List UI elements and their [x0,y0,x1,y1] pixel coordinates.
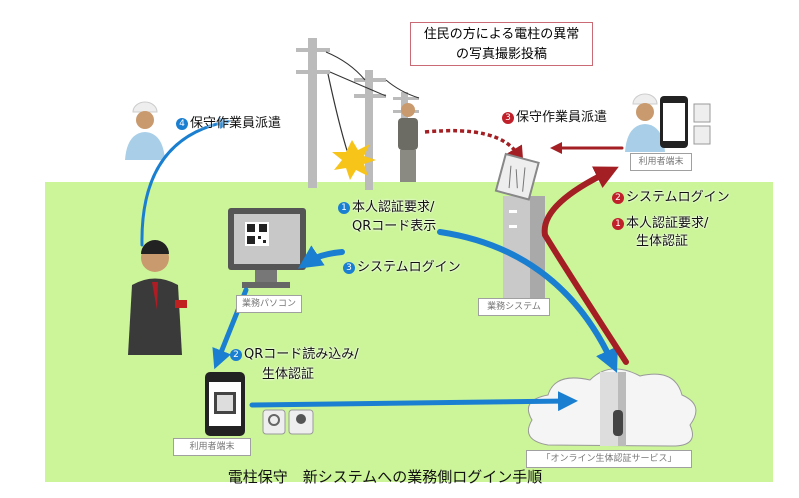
smartphone-icon [660,96,711,148]
step-label: 保守作業員派遣 [516,110,608,125]
resident-figure [398,103,418,182]
spark-icon [332,140,376,180]
cloud-service-icon [528,368,697,447]
step-qr-read-line2: 生体認証 [262,367,315,382]
callout-line1: 住民の方による電柱の異常 [423,27,580,42]
arrow-phone-to-cloud [249,391,578,412]
businessman-figure [128,240,187,355]
step-label: システムログイン [626,190,730,205]
smartphone-qr-icon [205,372,314,436]
step-number-badge: 2 [230,349,242,361]
label-user-terminal-bottom: 利用者端末 [173,438,251,456]
step-label: 保守作業員派遣 [190,116,282,131]
arrow-auth-to-cloud [437,229,618,373]
step-line1: 本人認証要求/ [352,200,435,215]
arrow-dispatch-blue [140,117,231,247]
flow-arrows [140,117,629,412]
worker-left [125,101,165,160]
monitor-icon [228,208,306,288]
step-number-badge: 2 [612,192,624,204]
diagram-title: 電柱保守 新システムへの業務側ログイン手順 [227,468,543,486]
step-label: システムログイン [357,260,461,275]
step-number-badge: 3 [502,112,514,124]
step-number-badge: 4 [176,118,188,130]
arrow-login-pc [298,245,345,269]
callout-line2: の写真撮影投稿 [455,47,547,62]
label-user-terminal-top: 利用者端末 [630,153,692,171]
step-line1: 本人認証要求/ [626,216,709,231]
step-auth-bio-red-line2: 生体認証 [636,234,689,249]
arrow-red-login [541,166,629,365]
label-business-system: 業務システム [478,298,550,316]
signboard-icon [494,152,540,201]
server-icon [503,196,545,298]
photo-post-arrow [424,128,524,164]
step-line1: QRコード読み込み/ [244,347,359,362]
step-number-badge: 1 [612,218,624,230]
resident-post-callout: 住民の方による電柱の異常 の写真撮影投稿 [410,22,593,66]
worker-right [625,93,665,152]
step-auth-qr-line2: QRコード表示 [352,219,437,234]
label-online-service: 「オンライン生体認証サービス」 [526,450,692,468]
step-number-badge: 3 [343,262,355,274]
label-business-pc: 業務パソコン [236,295,302,313]
step-number-badge: 1 [338,202,350,214]
